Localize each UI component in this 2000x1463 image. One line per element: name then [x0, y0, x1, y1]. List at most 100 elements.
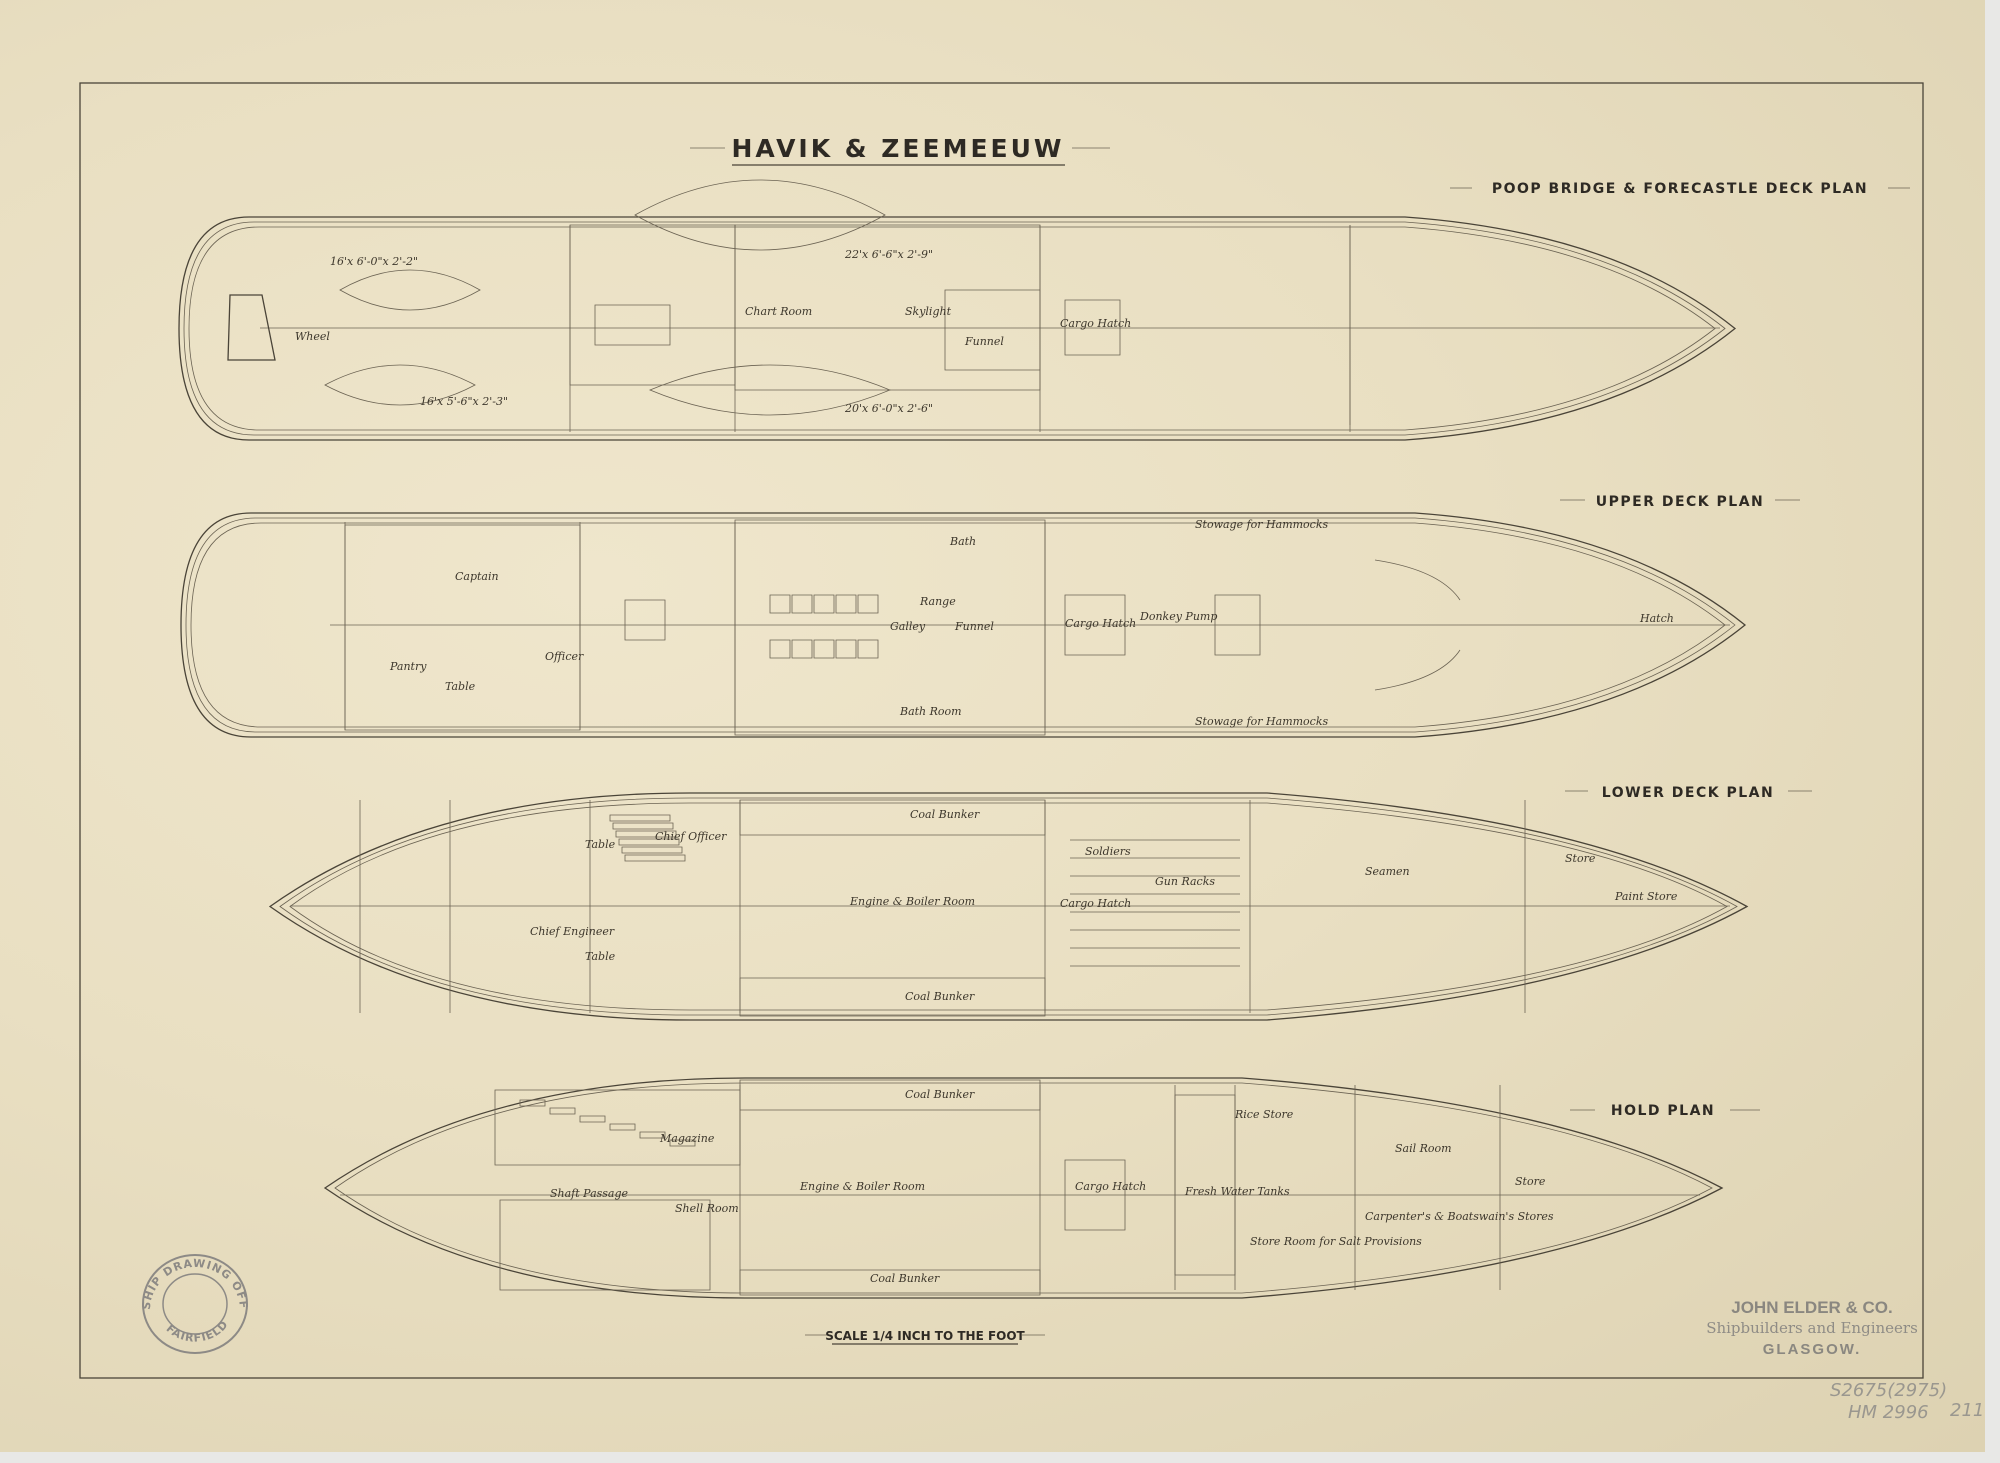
hull-outline	[188, 226, 1716, 431]
bunk	[609, 814, 671, 822]
room-label: Galley	[890, 620, 926, 633]
shelf	[639, 1131, 666, 1139]
magazine	[494, 1089, 741, 1166]
scale-note: SCALE 1/4 INCH TO THE FOOT	[825, 1329, 1025, 1343]
room-label: Store	[1515, 1175, 1546, 1188]
ladder	[1214, 594, 1261, 656]
funnel-casing	[944, 289, 1041, 371]
maker-name: JOHN ELDER & CO.	[1731, 1298, 1893, 1317]
bunk	[615, 830, 677, 838]
room-label: Cargo Hatch	[1065, 617, 1136, 630]
room-label: Officer	[545, 650, 584, 663]
plan-title-poop: POOP BRIDGE & FORECASTLE DECK PLAN	[1492, 181, 1868, 197]
coal-bunker	[739, 977, 1046, 1017]
boat-label: 16'x 6'-0"x 2'-2"	[330, 255, 418, 268]
room-label: Bath Room	[899, 705, 962, 718]
davit	[1374, 559, 1461, 601]
room-label: Table	[585, 950, 616, 963]
room-label: Coal Bunker	[905, 990, 975, 1003]
coal-bunker	[739, 799, 1046, 836]
room-label: Seamen	[1365, 865, 1410, 878]
room-label: Chief Engineer	[530, 925, 615, 938]
hull-outline	[183, 221, 1726, 436]
room-label: Coal Bunker	[870, 1272, 940, 1285]
range	[769, 639, 791, 659]
room-label: Soldiers	[1085, 845, 1131, 858]
shell-room	[499, 1199, 711, 1291]
hull-outline	[279, 797, 1738, 1016]
room-label: Table	[585, 838, 616, 851]
hull-outline	[190, 522, 1726, 728]
room-label: Carpenter's & Boatswain's Stores	[1365, 1210, 1554, 1223]
room-label: Store Room for Salt Provisions	[1250, 1235, 1422, 1248]
room-label: Range	[919, 595, 956, 608]
drawing-title: HAVIK & ZEEMEEUW	[732, 134, 1065, 163]
room-label: Donkey Pump	[1139, 610, 1217, 623]
range	[857, 639, 879, 659]
pencil-reference: S2675(2975)	[1830, 1380, 1947, 1401]
room-label: Paint Store	[1614, 890, 1678, 903]
steering-grating	[227, 294, 276, 361]
coal-bunker	[739, 1269, 1041, 1296]
ladder	[624, 599, 666, 641]
room-label: Shaft Passage	[550, 1187, 629, 1200]
room-label: Cargo Hatch	[1060, 897, 1131, 910]
range	[813, 594, 835, 614]
room-label: Coal Bunker	[910, 808, 980, 821]
room-label: Fresh Water Tanks	[1184, 1185, 1290, 1198]
hull-outline	[180, 512, 1747, 738]
range	[813, 639, 835, 659]
hull-outline	[268, 792, 1749, 1021]
water-tanks	[1174, 1094, 1236, 1276]
range	[791, 639, 813, 659]
hull-outline	[185, 517, 1736, 733]
room-label: Rice Store	[1234, 1108, 1294, 1121]
room-label: Funnel	[954, 620, 994, 633]
davit	[1374, 649, 1461, 691]
lifeboat	[634, 179, 886, 251]
maker-city: GLASGOW.	[1763, 1341, 1862, 1358]
plan-title-hold: HOLD PLAN	[1611, 1103, 1715, 1119]
room-label: Chart Room	[745, 305, 812, 318]
room-label: Bath	[949, 535, 976, 548]
room-label: Skylight	[905, 305, 952, 318]
hull-outline	[289, 802, 1728, 1011]
room-label: Pantry	[389, 660, 427, 673]
lifeboat	[339, 269, 481, 311]
room-label: Shell Room	[675, 1202, 739, 1215]
ship-drawing-office-stamp: SHIP DRAWING OFFICE FAIRFIELD	[0, 0, 250, 1354]
pencil-reference: HM 2996	[1848, 1402, 1929, 1423]
room-label: Funnel	[964, 335, 1004, 348]
bunk	[612, 822, 674, 830]
plan-title-lower: LOWER DECK PLAN	[1602, 785, 1774, 801]
skylight	[594, 304, 671, 346]
room-label: Coal Bunker	[905, 1088, 975, 1101]
hull-outline	[334, 1082, 1713, 1294]
range	[835, 594, 857, 614]
room-label: Engine & Boiler Room	[799, 1180, 925, 1193]
svg-text:FAIRFIELD: FAIRFIELD	[164, 1318, 231, 1345]
deckhouse	[734, 224, 1041, 391]
lifeboat	[324, 364, 476, 406]
boat-label: 22'x 6'-6"x 2'-9"	[844, 248, 933, 261]
shelf	[579, 1115, 606, 1123]
bunk	[621, 846, 683, 854]
range	[791, 594, 813, 614]
coal-bunker	[739, 1079, 1041, 1111]
room-label: Cargo Hatch	[1075, 1180, 1146, 1193]
room-label: Sail Room	[1395, 1142, 1452, 1155]
plan-title-upper: UPPER DECK PLAN	[1596, 494, 1765, 510]
boat-label: 16'x 5'-6"x 2'-3"	[420, 395, 508, 408]
deckhouse	[734, 519, 1046, 736]
svg-text:SHIP DRAWING OFFICE: SHIP DRAWING OFFICE	[0, 0, 250, 1310]
hull-outline	[323, 1077, 1724, 1299]
sheet-number: 211	[1950, 1400, 1984, 1421]
cargo-hatch	[1064, 594, 1126, 656]
bunk	[618, 838, 680, 846]
maker-tagline: Shipbuilders and Engineers	[1706, 1319, 1918, 1337]
room-label: Captain	[455, 570, 499, 583]
room-label: Engine & Boiler Room	[849, 895, 975, 908]
room-label: Hatch	[1639, 612, 1674, 625]
